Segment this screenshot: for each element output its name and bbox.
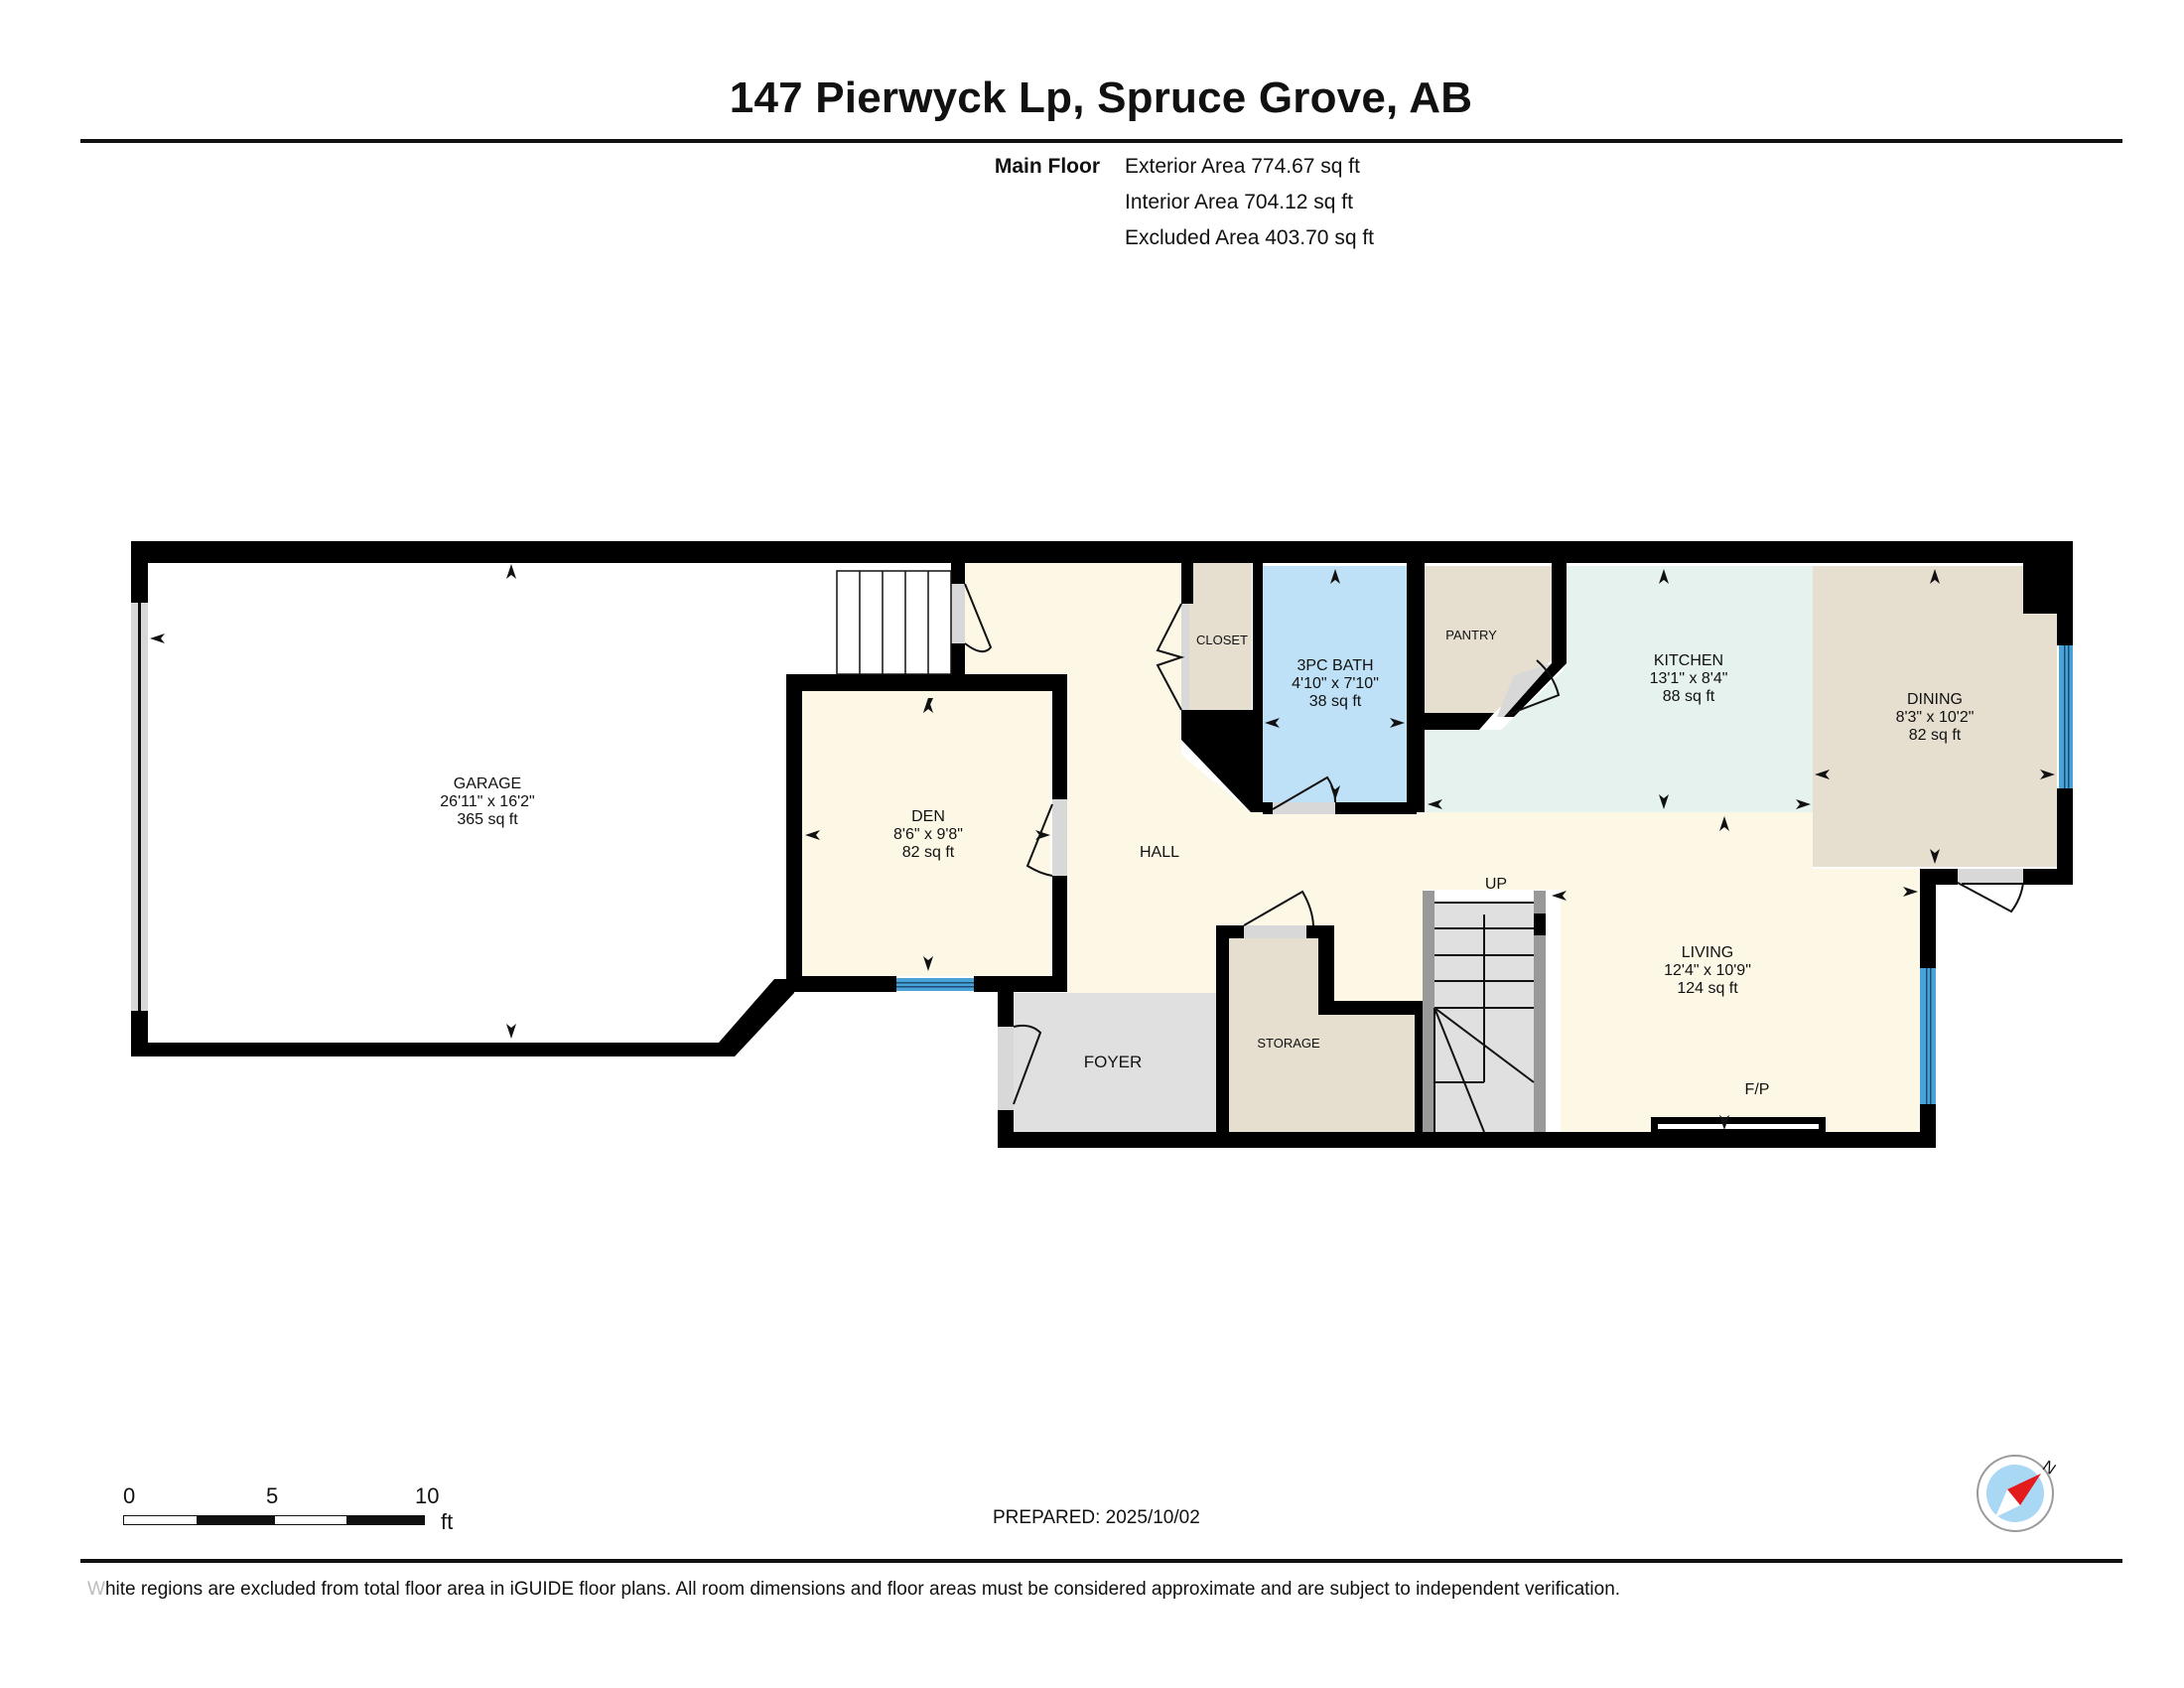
living-dims: 12'4" x 10'9"	[1664, 962, 1751, 979]
floor-name: Main Floor	[994, 155, 1100, 178]
dining-floor	[1813, 566, 2057, 867]
garage-area: 365 sq ft	[457, 811, 518, 828]
bath-name: 3PC BATH	[1297, 657, 1373, 674]
stairs-up-label: UP	[1485, 876, 1507, 893]
kitchen-dims: 13'1" x 8'4"	[1650, 670, 1728, 687]
kitchen-name: KITCHEN	[1654, 652, 1723, 669]
walls	[131, 541, 2073, 1148]
windows	[896, 645, 2073, 1104]
exterior-area: Exterior Area 774.67 sq ft	[1125, 155, 1360, 178]
room-labels: GARAGE 26'11" x 16'2" 365 sq ft DEN 8'6"…	[440, 628, 1974, 1098]
scale-segment	[274, 1515, 347, 1525]
prepared-date: PREPARED: 2025/10/02	[993, 1507, 1200, 1528]
bath-floor	[1263, 566, 1407, 802]
interior-area: Interior Area 704.12 sq ft	[1125, 191, 1353, 213]
header-divider	[80, 139, 2122, 143]
bath-area: 38 sq ft	[1309, 693, 1362, 710]
disclaimer-first-letter: W	[87, 1579, 105, 1600]
dining-area: 82 sq ft	[1909, 727, 1962, 744]
fireplace-label: F/P	[1745, 1081, 1770, 1098]
storage-name: STORAGE	[1257, 1036, 1320, 1051]
scale-unit: ft	[441, 1509, 454, 1534]
hall-name: HALL	[1140, 844, 1179, 861]
fireplace	[1658, 1124, 1819, 1129]
scale-segment	[347, 1515, 425, 1525]
scale-tick-5: 5	[266, 1483, 279, 1508]
hall-floor	[965, 562, 1920, 1132]
den-area: 82 sq ft	[902, 844, 955, 861]
dining-dims: 8'3" x 10'2"	[1896, 709, 1975, 726]
storage-floor	[1229, 936, 1415, 1132]
dining-name: DINING	[1907, 691, 1963, 708]
den-name: DEN	[911, 808, 945, 825]
footer-divider	[80, 1559, 2122, 1563]
compass-icon: N	[1976, 1448, 2065, 1537]
pantry-name: PANTRY	[1445, 628, 1497, 642]
garage-door	[131, 603, 148, 1011]
garage-floor	[148, 558, 965, 1043]
scale-bar: 0 5 10 ft	[123, 1483, 461, 1534]
living-window	[1920, 968, 1936, 1104]
excluded-area: Excluded Area 403.70 sq ft	[1125, 226, 1375, 249]
scale-segment	[198, 1515, 274, 1525]
den-dims: 8'6" x 9'8"	[893, 826, 963, 843]
foyer-floor	[1013, 993, 1216, 1132]
scale-tick-10: 10	[415, 1483, 440, 1508]
garage-dims: 26'11" x 16'2"	[440, 793, 534, 810]
dimension-arrows	[150, 564, 2055, 1130]
garage-name: GARAGE	[454, 775, 521, 792]
disclaimer-text: White regions are excluded from total fl…	[87, 1579, 1620, 1601]
kitchen-area: 88 sq ft	[1663, 688, 1715, 705]
den-floor	[802, 691, 1050, 976]
doors	[951, 583, 2024, 1110]
kitchen-floor	[1427, 566, 1813, 812]
foyer-name: FOYER	[1084, 1053, 1143, 1071]
den-window	[896, 978, 974, 991]
page-title: 147 Pierwyck Lp, Spruce Grove, AB	[729, 73, 1473, 122]
dining-window	[2059, 645, 2073, 788]
bath-dims: 4'10" x 7'10"	[1292, 675, 1379, 692]
scale-tick-0: 0	[123, 1483, 136, 1508]
living-name: LIVING	[1682, 944, 1733, 961]
scale-segment	[123, 1515, 198, 1525]
living-area: 124 sq ft	[1677, 980, 1738, 997]
interior-stairs	[1423, 891, 1546, 1133]
closet-name: CLOSET	[1196, 633, 1248, 647]
disclaimer-body: hite regions are excluded from total flo…	[104, 1579, 1621, 1600]
garage-steps	[836, 570, 952, 675]
